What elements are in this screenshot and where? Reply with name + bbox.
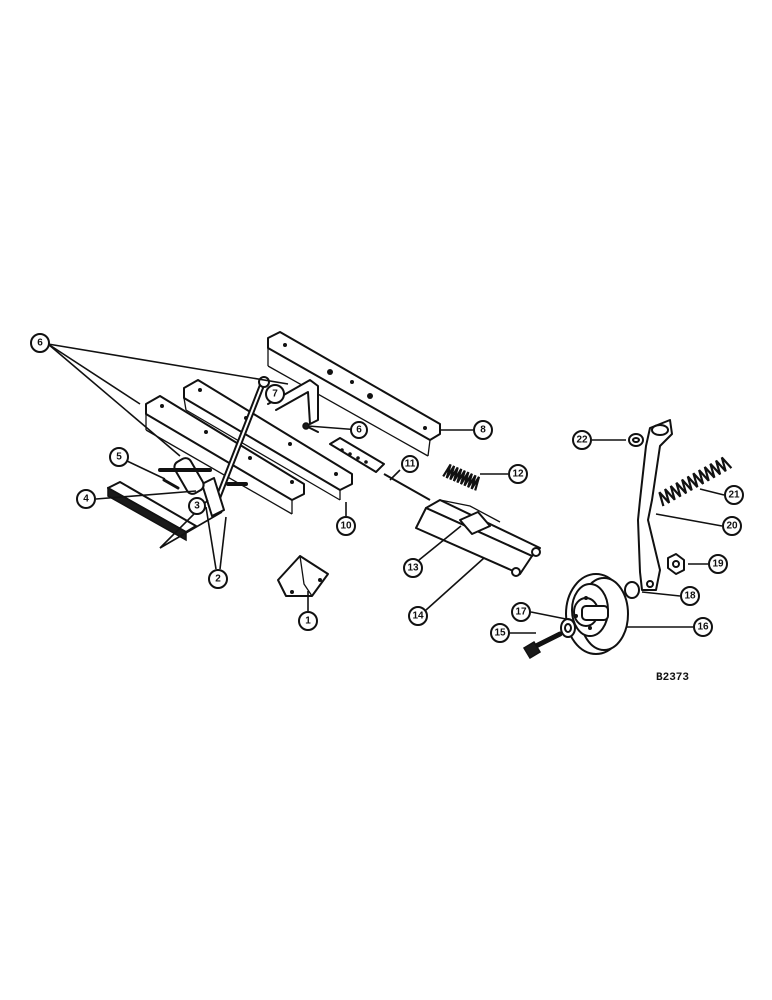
callout-3: 3	[188, 497, 206, 515]
svg-text:21: 21	[728, 490, 740, 501]
svg-text:14: 14	[412, 611, 424, 622]
callout-22: 22	[572, 430, 626, 450]
svg-text:19: 19	[712, 559, 724, 570]
svg-text:6: 6	[37, 338, 43, 349]
leader-lines	[47, 343, 401, 549]
part-crank-3	[158, 457, 248, 495]
svg-text:7: 7	[272, 389, 278, 400]
callout-7: 7	[265, 384, 285, 404]
part-channel-upper	[267, 331, 441, 457]
part-bolt-15	[522, 631, 563, 660]
callout-12: 12	[480, 464, 528, 484]
part-washer-18	[624, 581, 640, 599]
part-spring-21	[658, 456, 733, 507]
part-channel-front	[145, 395, 305, 515]
svg-text:22: 22	[576, 435, 588, 446]
svg-text:4: 4	[83, 494, 89, 505]
svg-text:8: 8	[480, 425, 486, 436]
callout-19: 19	[688, 554, 728, 574]
callout-6a: 6	[30, 333, 50, 353]
spring21-coil	[658, 456, 733, 507]
part-plate-1	[277, 555, 329, 597]
callout-15: 15	[490, 623, 536, 643]
part-idler-arm	[415, 499, 541, 577]
svg-text:15: 15	[494, 628, 506, 639]
callout-5: 5	[109, 447, 166, 480]
figure-reference-code: B2373	[656, 672, 689, 684]
part-lever-2	[201, 376, 270, 517]
svg-text:17: 17	[515, 607, 527, 618]
callout-16: 16	[627, 617, 713, 637]
svg-text:16: 16	[697, 622, 709, 633]
part-channel-middle	[183, 379, 353, 501]
callout-4: 4	[76, 489, 197, 509]
callout-21: 21	[699, 485, 744, 505]
spring12-coil	[442, 463, 481, 491]
part-bracket-7	[267, 379, 319, 425]
part-spring-12	[442, 463, 481, 491]
callout-8: 8	[439, 420, 493, 440]
svg-text:10: 10	[340, 521, 352, 532]
svg-text:2: 2	[215, 574, 221, 585]
callout-13: 13	[403, 525, 462, 578]
part-pulley-16	[565, 573, 629, 655]
svg-text:3: 3	[194, 501, 200, 512]
callout-6b: 6	[350, 421, 368, 439]
svg-text:11: 11	[405, 459, 416, 470]
svg-text:13: 13	[407, 563, 419, 574]
svg-text:1: 1	[305, 616, 311, 627]
part-washer-17	[560, 618, 576, 638]
part-nut-19	[667, 553, 685, 575]
svg-text:20: 20	[726, 521, 738, 532]
svg-text:12: 12	[512, 469, 524, 480]
svg-text:5: 5	[116, 452, 122, 463]
callout-18: 18	[641, 586, 700, 606]
callout-14: 14	[408, 557, 485, 626]
callout-2: 2	[205, 506, 228, 589]
svg-text:6: 6	[356, 425, 362, 436]
part-plate-4	[107, 481, 197, 542]
callout-1: 1	[298, 591, 318, 631]
callout-17: 17	[511, 602, 572, 622]
callout-10: 10	[336, 502, 356, 536]
svg-text:18: 18	[684, 591, 696, 602]
part-tension-arm	[637, 419, 673, 591]
part-washer-22	[628, 433, 644, 447]
callout-20: 20	[655, 513, 742, 536]
callout-11: 11	[401, 455, 419, 473]
